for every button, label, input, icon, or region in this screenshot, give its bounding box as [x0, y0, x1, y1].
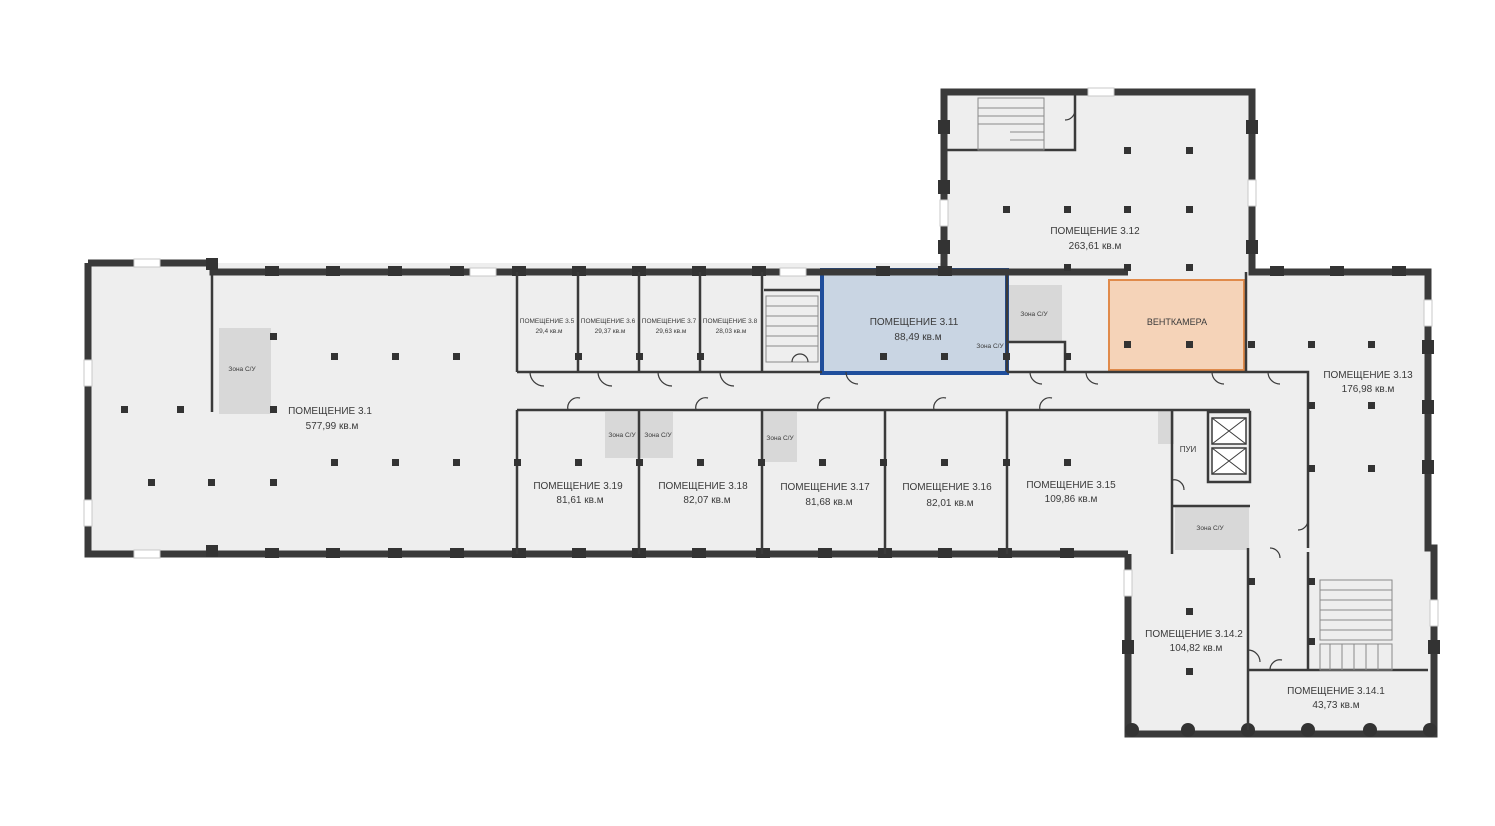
room-name: ПОМЕЩЕНИЕ 3.8	[703, 318, 758, 325]
room-3-17[interactable]: ПОМЕЩЕНИЕ 3.17 81,68 кв.м	[780, 482, 870, 508]
room-3-8[interactable]: ПОМЕЩЕНИЕ 3.8 28,03 кв.м	[703, 318, 758, 335]
ventilation-room-highlight[interactable]	[1108, 279, 1245, 371]
room-3-16[interactable]: ПОМЕЩЕНИЕ 3.16 82,01 кв.м	[902, 482, 992, 509]
room-name: ПУИ	[1180, 445, 1197, 454]
wc-zone-6	[1175, 506, 1249, 550]
room-area: 28,03 кв.м	[716, 328, 747, 335]
room-area: 104,82 кв.м	[1170, 643, 1223, 654]
room-name: ПОМЕЩЕНИЕ 3.1	[288, 406, 372, 417]
ventilation-room[interactable]: ВЕНТКАМЕРА	[1147, 317, 1207, 327]
room-3-13[interactable]: ПОМЕЩЕНИЕ 3.13 176,98 кв.м	[1323, 370, 1413, 395]
wc-zone-label: Зона С/У	[1020, 311, 1048, 318]
room-3-6[interactable]: ПОМЕЩЕНИЕ 3.6 29,37 кв.м	[581, 318, 636, 335]
doors	[529, 109, 1309, 671]
room-area: 81,61 кв.м	[556, 495, 603, 506]
wc-zone-labels: Зона С/У Зона С/У Зона С/У Зона С/У Зона…	[228, 311, 1224, 532]
room-name: ВЕНТКАМЕРА	[1147, 317, 1207, 327]
wc-zone-label: Зона С/У	[1196, 525, 1224, 532]
room-area: 109,86 кв.м	[1045, 494, 1098, 505]
wc-zone-label: Зона С/У	[608, 432, 636, 439]
wc-zone-label: Зона С/У	[976, 343, 1004, 350]
lifts	[1211, 417, 1247, 475]
room-3-12[interactable]: ПОМЕЩЕНИЕ 3.12 263,61 кв.м	[1050, 226, 1140, 252]
room-area: 29,37 кв.м	[595, 328, 626, 335]
wc-zone-4	[1008, 285, 1062, 341]
room-name: ПОМЕЩЕНИЕ 3.12	[1050, 226, 1140, 237]
room-area: 81,68 кв.м	[805, 497, 852, 508]
room-3-18[interactable]: ПОМЕЩЕНИЕ 3.18 82,07 кв.м	[658, 481, 748, 506]
room-name: ПОМЕЩЕНИЕ 3.7	[642, 318, 697, 325]
room-name: ПОМЕЩЕНИЕ 3.17	[780, 482, 870, 493]
wc-zone-label: Зона С/У	[644, 432, 672, 439]
room-name: ПОМЕЩЕНИЕ 3.11	[870, 317, 959, 328]
room-area: 43,73 кв.м	[1312, 700, 1359, 711]
room-3-1[interactable]: ПОМЕЩЕНИЕ 3.1 577,99 кв.м	[288, 406, 372, 432]
room-area: 176,98 кв.м	[1342, 384, 1395, 395]
room-area: 263,61 кв.м	[1069, 241, 1122, 252]
wc-zone-1	[219, 328, 271, 414]
wc-zone-label: Зона С/У	[766, 435, 794, 442]
room-area: 88,49 кв.м	[894, 332, 941, 343]
room-name: ПОМЕЩЕНИЕ 3.15	[1026, 480, 1116, 491]
wc-zone-7	[1158, 410, 1174, 444]
room-name: ПОМЕЩЕНИЕ 3.16	[902, 482, 992, 493]
room-3-7[interactable]: ПОМЕЩЕНИЕ 3.7 29,63 кв.м	[642, 318, 697, 335]
room-name: ПОМЕЩЕНИЕ 3.19	[533, 481, 623, 492]
wc-zone-3	[763, 412, 797, 462]
room-3-14-2[interactable]: ПОМЕЩЕНИЕ 3.14.2 104,82 кв.м	[1145, 629, 1243, 654]
room-name: ПОМЕЩЕНИЕ 3.5	[520, 318, 575, 325]
room-3-19[interactable]: ПОМЕЩЕНИЕ 3.19 81,61 кв.м	[533, 481, 623, 506]
room-3-11-highlight[interactable]	[820, 268, 1009, 375]
room-area: 82,07 кв.м	[683, 495, 730, 506]
room-area: 29,4 кв.м	[535, 328, 563, 335]
windows	[83, 87, 1439, 627]
room-name: ПОМЕЩЕНИЕ 3.14.2	[1145, 629, 1243, 640]
room-3-5[interactable]: ПОМЕЩЕНИЕ 3.5 29,4 кв.м	[520, 318, 575, 335]
room-area: 82,01 кв.м	[926, 498, 973, 509]
wc-zone-label: Зона С/У	[228, 366, 256, 373]
room-area: 29,63 кв.м	[656, 328, 687, 335]
room-name: ПОМЕЩЕНИЕ 3.18	[658, 481, 748, 492]
interior-columns	[121, 147, 1375, 675]
room-name: ПОМЕЩЕНИЕ 3.14.1	[1287, 686, 1385, 697]
stairs	[765, 97, 1393, 671]
room-area: 577,99 кв.м	[306, 421, 359, 432]
room-name: ПОМЕЩЕНИЕ 3.6	[581, 318, 636, 325]
room-labels: ПОМЕЩЕНИЕ 3.1 577,99 кв.м ПОМЕЩЕНИЕ 3.5 …	[288, 226, 1413, 711]
janitor-room[interactable]: ПУИ	[1180, 445, 1197, 454]
room-3-14-1[interactable]: ПОМЕЩЕНИЕ 3.14.1 43,73 кв.м	[1287, 686, 1385, 711]
room-3-11[interactable]: ПОМЕЩЕНИЕ 3.11 88,49 кв.м	[870, 317, 959, 343]
room-name: ПОМЕЩЕНИЕ 3.13	[1323, 370, 1413, 381]
room-3-15[interactable]: ПОМЕЩЕНИЕ 3.15 109,86 кв.м	[1026, 480, 1116, 505]
